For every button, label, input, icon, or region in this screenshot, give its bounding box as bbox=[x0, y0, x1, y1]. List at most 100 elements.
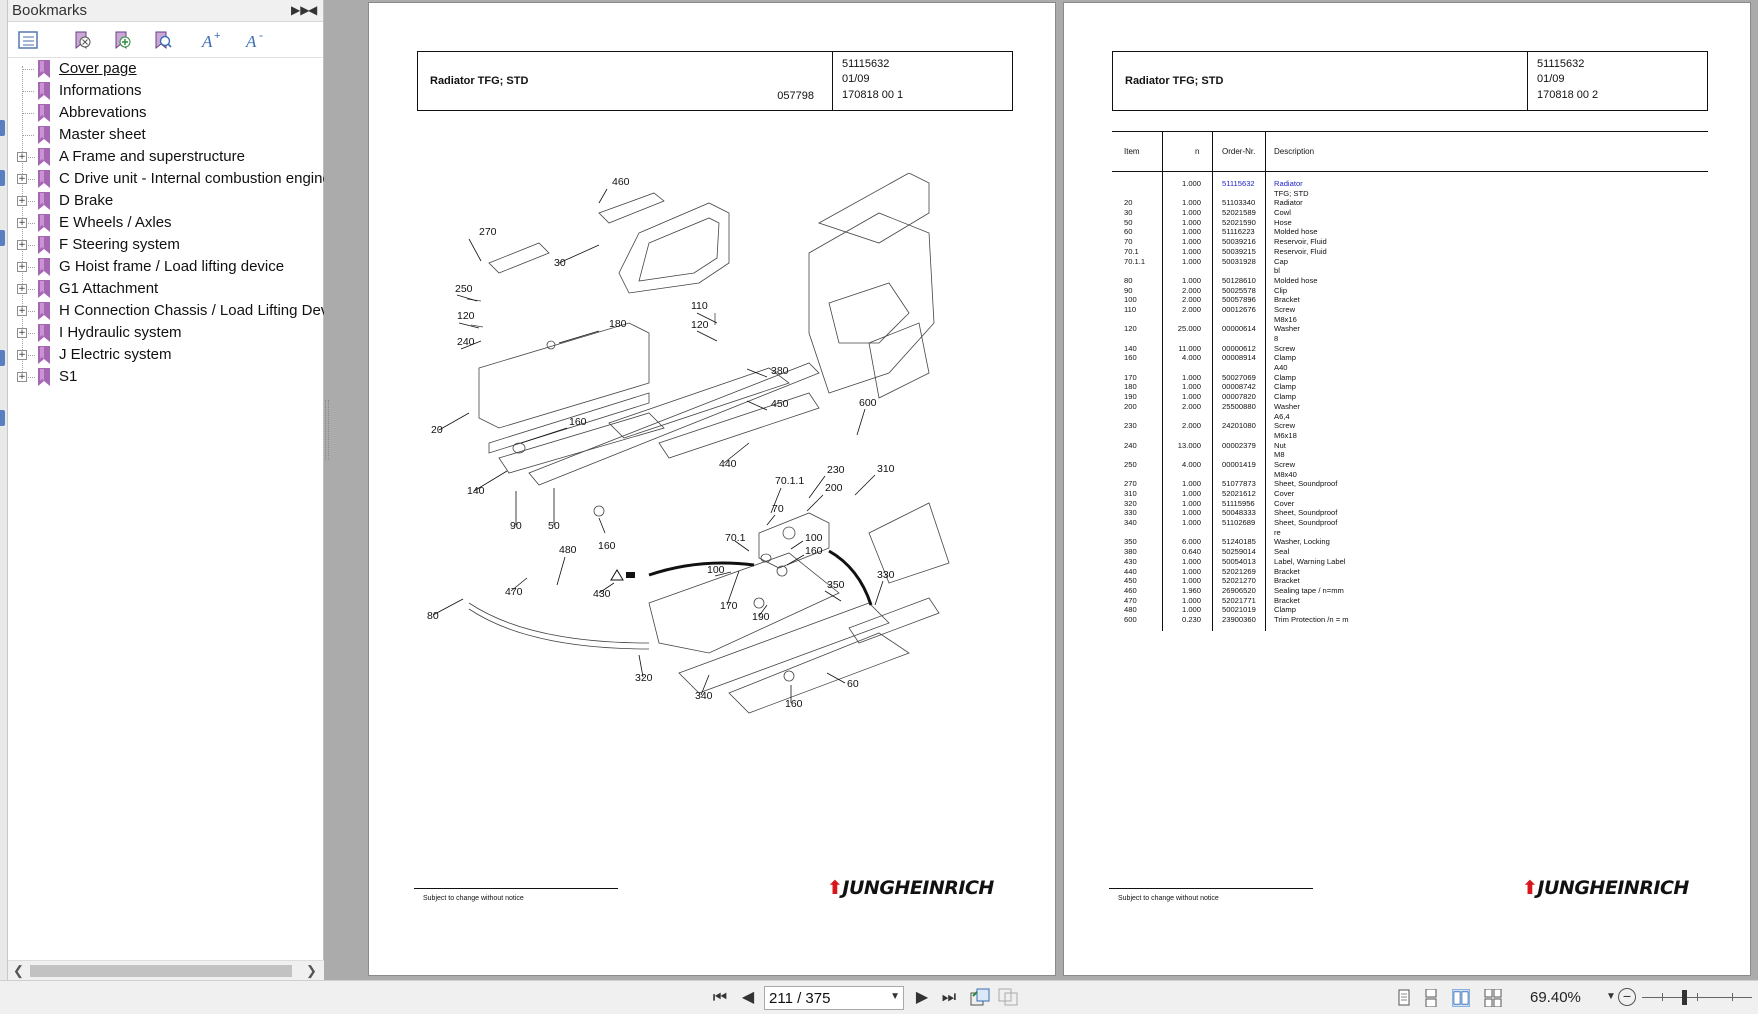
side-tab[interactable] bbox=[0, 410, 5, 426]
cell-order-number[interactable]: 51115632 bbox=[1222, 179, 1255, 188]
zoom-slider-thumb[interactable] bbox=[1682, 990, 1687, 1005]
bookmark-item[interactable]: Cover page bbox=[8, 58, 324, 80]
callout-label: 270 bbox=[479, 226, 497, 238]
callout-label: 190 bbox=[752, 611, 770, 623]
cell-quantity: 1.000 bbox=[1181, 556, 1201, 566]
chevron-down-icon[interactable]: ▼ bbox=[890, 991, 900, 1002]
continuous-view-icon[interactable] bbox=[1422, 988, 1440, 1008]
bookmark-item[interactable]: +C Drive unit - Internal combustion engi… bbox=[8, 168, 324, 190]
bookmark-item[interactable]: +H Connection Chassis / Load Lifting Dev… bbox=[8, 300, 324, 322]
facing-view-icon[interactable] bbox=[1452, 989, 1470, 1007]
document-view[interactable]: Radiator TFG; STD 057798 51115632 01/09 … bbox=[325, 0, 1758, 980]
cell-item: 140 bbox=[1124, 343, 1137, 353]
expand-toggle-icon[interactable]: + bbox=[17, 196, 27, 206]
continuous-facing-view-icon[interactable] bbox=[1484, 988, 1502, 1008]
cell-description: Screw bbox=[1274, 343, 1296, 353]
bookmark-item[interactable]: +J Electric system bbox=[8, 344, 324, 366]
cell-description: Clamp bbox=[1274, 605, 1296, 615]
cell-item: 70.1.1 bbox=[1124, 256, 1146, 266]
collapse-panel-icon[interactable]: ◀ bbox=[308, 3, 318, 17]
last-page-icon[interactable]: ⏭ bbox=[941, 989, 957, 1006]
bookmark-item[interactable]: +G1 Attachment bbox=[8, 278, 324, 300]
callout-label: 20 bbox=[431, 424, 443, 436]
cell-order-number: 00000614 bbox=[1222, 324, 1256, 334]
bookmark-options-icon[interactable] bbox=[16, 29, 40, 51]
bookmarks-title: Bookmarks bbox=[12, 2, 88, 19]
expand-toggle-icon[interactable]: + bbox=[17, 350, 27, 360]
page-number-input[interactable] bbox=[769, 989, 879, 1007]
expand-toggle-icon[interactable]: + bbox=[17, 218, 27, 228]
bookmark-icon bbox=[38, 214, 50, 232]
expand-toggle-icon[interactable]: + bbox=[17, 372, 27, 382]
bookmark-item[interactable]: +I Hydraulic system bbox=[8, 322, 324, 344]
expand-toggle-icon[interactable]: + bbox=[17, 152, 27, 162]
bookmark-label: Cover page bbox=[59, 60, 137, 77]
bookmark-icon bbox=[38, 236, 50, 254]
cell-quantity: 1.000 bbox=[1181, 518, 1201, 528]
bookmark-item[interactable]: +G Hoist frame / Load lifting device bbox=[8, 256, 324, 278]
callout-label: 30 bbox=[554, 257, 566, 269]
previous-view-icon[interactable] bbox=[968, 987, 992, 1009]
side-tab[interactable] bbox=[0, 230, 5, 246]
callout-label: 480 bbox=[559, 544, 577, 556]
page-part-name: Radiator TFG; STD bbox=[430, 75, 529, 87]
side-tab[interactable] bbox=[0, 120, 5, 136]
panel-splitter[interactable] bbox=[325, 400, 329, 460]
side-tab[interactable] bbox=[0, 170, 5, 186]
delete-bookmark-icon[interactable] bbox=[70, 29, 94, 51]
prev-page-icon[interactable]: ◀ bbox=[741, 989, 755, 1006]
bookmark-item[interactable]: Master sheet bbox=[8, 124, 324, 146]
next-view-icon[interactable] bbox=[996, 987, 1020, 1009]
scroll-right-icon[interactable]: ❯ bbox=[306, 963, 317, 978]
parts-row: A6,4 bbox=[1112, 412, 1708, 422]
zoom-level[interactable]: 69.40% bbox=[1530, 989, 1581, 1006]
scroll-thumb[interactable] bbox=[30, 965, 292, 977]
cell-quantity: 1.000 bbox=[1181, 208, 1201, 218]
expand-toggle-icon[interactable]: + bbox=[17, 262, 27, 272]
bookmark-item[interactable]: +S1 bbox=[8, 366, 324, 388]
cell-item: 440 bbox=[1124, 566, 1137, 576]
cell-item: 250 bbox=[1124, 459, 1137, 469]
jungheinrich-logo: ⬆JUNGHEINRICH bbox=[1522, 877, 1689, 899]
bookmark-label: A Frame and superstructure bbox=[59, 148, 245, 165]
callout-label: 90 bbox=[510, 520, 522, 532]
expand-toggle-icon[interactable]: + bbox=[17, 306, 27, 316]
cell-description[interactable]: Radiator bbox=[1274, 179, 1303, 188]
first-page-icon[interactable]: ⏮ bbox=[712, 989, 728, 1006]
scroll-left-icon[interactable]: ❮ bbox=[13, 963, 24, 978]
bookmark-item[interactable]: +E Wheels / Axles bbox=[8, 212, 324, 234]
zoom-out-icon[interactable]: − bbox=[1618, 988, 1636, 1006]
side-tab[interactable] bbox=[0, 350, 5, 366]
zoom-dropdown-icon[interactable]: ▼ bbox=[1606, 991, 1616, 1002]
bookmark-item[interactable]: + A Frame and superstructure bbox=[8, 146, 324, 168]
find-bookmark-icon[interactable] bbox=[150, 29, 174, 51]
expand-toggle-icon[interactable]: + bbox=[17, 328, 27, 338]
bookmark-item[interactable]: Abbrevations bbox=[8, 102, 324, 124]
expand-panel-icon[interactable]: ▶▶ bbox=[291, 3, 310, 17]
callout-label: 120 bbox=[691, 319, 709, 331]
next-page-icon[interactable]: ▶ bbox=[915, 989, 929, 1006]
callout-label: 450 bbox=[771, 398, 789, 410]
increase-font-icon[interactable]: A+ bbox=[200, 29, 224, 51]
expand-toggle-icon[interactable]: + bbox=[17, 284, 27, 294]
bookmark-item[interactable]: Informations bbox=[8, 80, 324, 102]
footer-note: Subject to change without notice bbox=[1118, 895, 1219, 902]
decrease-font-icon[interactable]: A- bbox=[244, 28, 268, 51]
bookmark-item[interactable]: +D Brake bbox=[8, 190, 324, 212]
expand-toggle-icon[interactable]: + bbox=[17, 240, 27, 250]
cell-description: M8x40 bbox=[1274, 469, 1297, 479]
expand-toggle-icon[interactable]: + bbox=[17, 174, 27, 184]
single-page-view-icon[interactable] bbox=[1395, 989, 1413, 1007]
bookmarks-horizontal-scrollbar[interactable]: ❮ ❯ bbox=[8, 960, 324, 980]
page-number-box[interactable]: ▼ bbox=[764, 986, 904, 1010]
add-bookmark-icon[interactable] bbox=[110, 29, 134, 51]
cell-description: Sheet, Soundproof bbox=[1274, 479, 1338, 489]
callout-label: 70.1.1 bbox=[775, 475, 804, 487]
bookmark-item[interactable]: +F Steering system bbox=[8, 234, 324, 256]
